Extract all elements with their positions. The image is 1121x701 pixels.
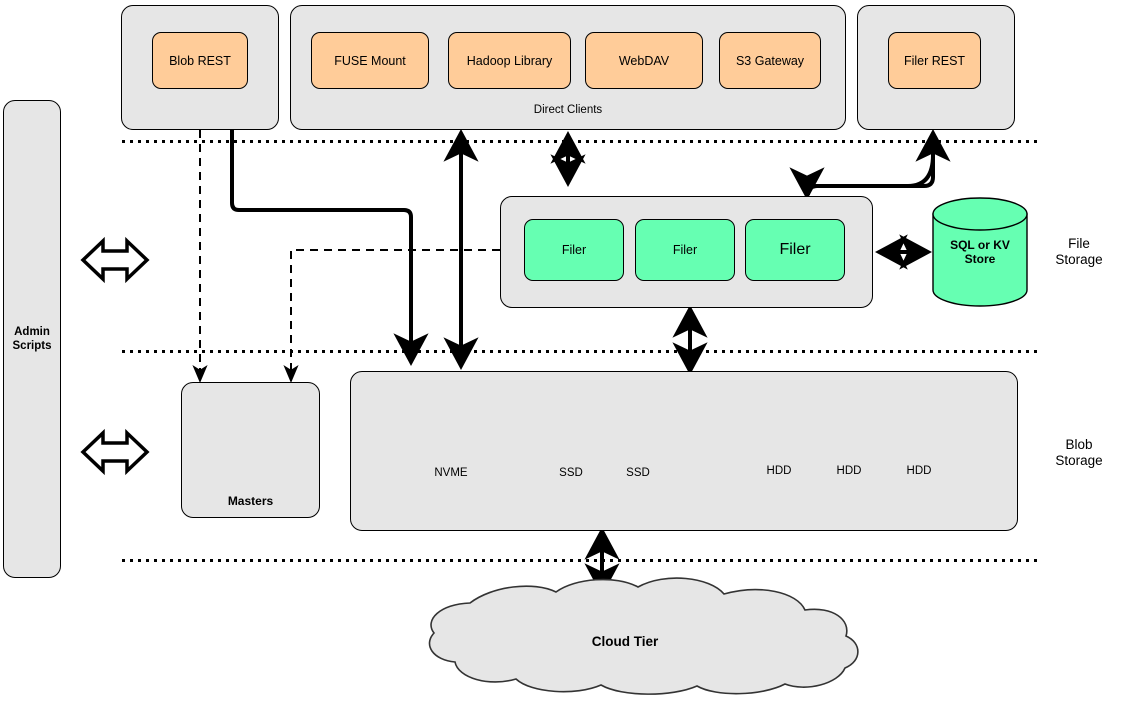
client-filer-rest[interactable]: Filer REST	[888, 32, 981, 89]
client-webdav[interactable]: WebDAV	[585, 32, 703, 89]
client-fuse-mount[interactable]: FUSE Mount	[311, 32, 429, 89]
volume-servers-group[interactable]	[350, 371, 1018, 531]
admin-arrow-blob-storage	[80, 428, 150, 476]
line-filer-to-masters	[283, 249, 500, 383]
filer-node-2[interactable]: Filer	[635, 219, 735, 281]
masters-label: Masters	[227, 494, 274, 508]
metadata-store-label: SQL or KV Store	[950, 238, 1010, 267]
cloud-tier-label: Cloud Tier	[591, 634, 659, 649]
filer-node-1[interactable]: Filer	[524, 219, 624, 281]
admin-link-arrows	[80, 236, 150, 476]
line-filerrest-to-filers-hook	[789, 154, 935, 201]
direct-clients-caption: Direct Clients	[533, 104, 603, 116]
admin-scripts-sidebar[interactable]: Admin Scripts	[3, 100, 61, 578]
filer-node-3[interactable]: Filer	[745, 219, 845, 281]
client-blob-rest[interactable]: Blob REST	[152, 32, 248, 89]
client-hadoop-library[interactable]: Hadoop Library	[448, 32, 571, 89]
client-s3-gateway[interactable]: S3 Gateway	[719, 32, 821, 89]
metadata-store-cylinder	[932, 197, 1028, 307]
cloud-tier-shape	[428, 577, 859, 695]
line-blobrest-to-volumes	[230, 130, 429, 367]
tier-label-blob-storage: Blob Storage	[1055, 437, 1103, 469]
master-control-lines	[192, 130, 500, 383]
admin-arrow-file-storage	[80, 236, 150, 284]
tier-label-file-storage: File Storage	[1055, 236, 1103, 268]
masters-group[interactable]	[181, 382, 320, 518]
